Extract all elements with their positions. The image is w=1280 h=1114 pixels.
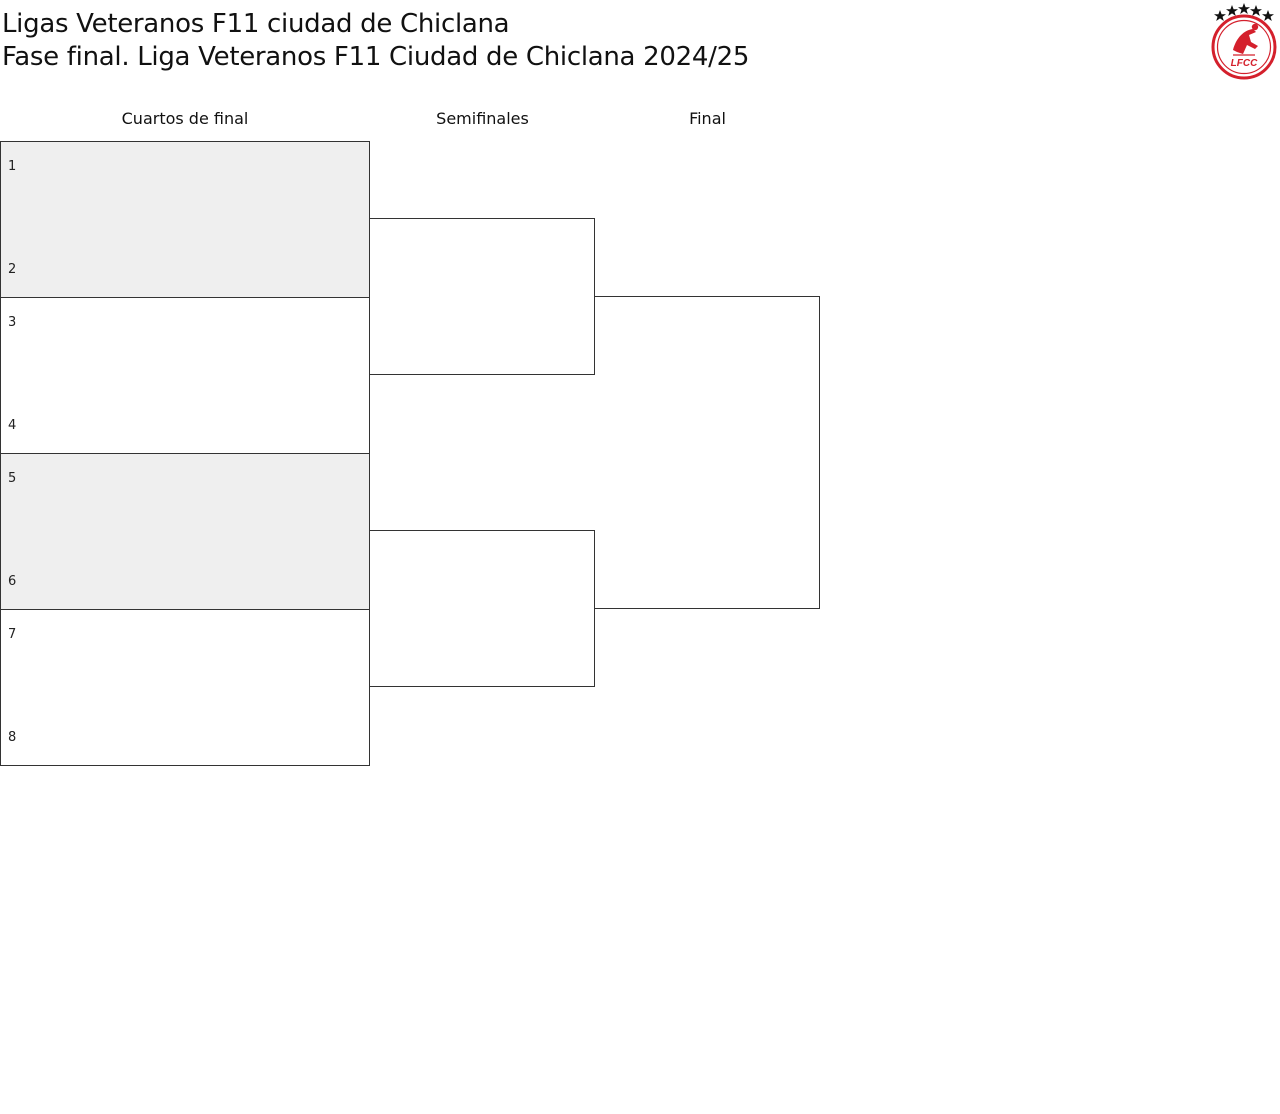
semifinal-bracket-2 [369, 530, 595, 687]
seed-label: 7 [8, 627, 17, 642]
seed-label: 8 [8, 730, 17, 745]
semifinal-bracket-1 [369, 218, 595, 375]
seed-label: 6 [8, 574, 17, 589]
final-bracket [594, 296, 820, 609]
quarterfinal-match-3: 5 6 [0, 453, 370, 610]
logo-text: LFCC [1231, 58, 1258, 69]
seed-label: 3 [8, 315, 17, 330]
round-header-final: Final [689, 109, 726, 128]
quarterfinal-match-1: 1 2 [0, 141, 370, 298]
round-header-semifinals: Semifinales [436, 109, 529, 128]
seed-label: 2 [8, 262, 17, 277]
quarterfinal-match-4: 7 8 [0, 609, 370, 766]
round-header-quarterfinals: Cuartos de final [121, 109, 249, 128]
seed-label: 1 [8, 159, 17, 174]
page-title: Ligas Veteranos F11 ciudad de Chiclana [2, 9, 510, 39]
seed-label: 4 [8, 418, 17, 433]
club-crest-icon: LFCC [1209, 2, 1279, 80]
title-block: Ligas Veteranos F11 ciudad de Chiclana F… [2, 8, 749, 74]
seed-label: 5 [8, 471, 17, 486]
page-subtitle: Fase final. Liga Veteranos F11 Ciudad de… [2, 42, 750, 72]
quarterfinal-match-2: 3 4 [0, 297, 370, 454]
